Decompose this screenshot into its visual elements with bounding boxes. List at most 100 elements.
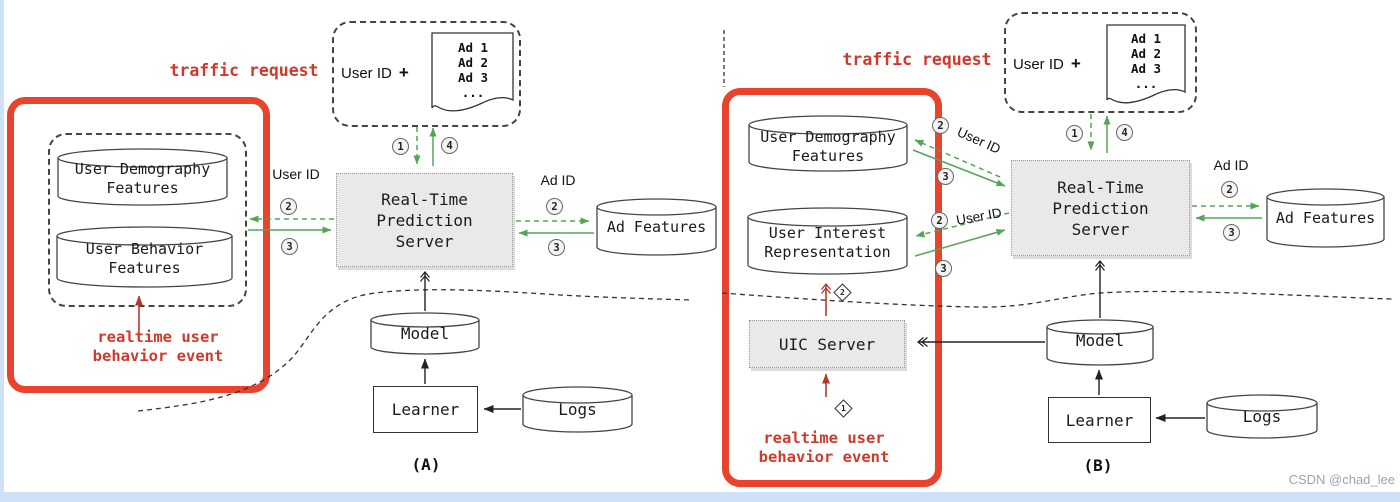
ad-list-item: Ad 1: [1130, 31, 1162, 46]
node-label-line: Features: [108, 259, 181, 277]
green-flows: [248, 114, 1262, 257]
step-number: 2: [551, 200, 558, 213]
ad-list-document-a: [431, 32, 514, 112]
step-number: 2: [937, 119, 944, 132]
step-number: 3: [940, 262, 947, 275]
adid-label-b: Ad ID: [1213, 157, 1249, 173]
bottom-blue-bar: [0, 492, 1400, 502]
flow-b-interest-return: [914, 228, 1006, 257]
model-label-b: Model: [1075, 331, 1125, 350]
step-badge-1-a: 1: [392, 138, 409, 155]
node-label-line: Features: [106, 179, 179, 197]
step-badge-3-right-a: 3: [548, 239, 565, 256]
plus-sign-b: +: [1070, 54, 1081, 73]
left-blue-strip: [0, 0, 4, 502]
step-number: 1: [1071, 127, 1078, 140]
cylinder-model-b: [1046, 319, 1154, 366]
cylinder-ad-features-a: [596, 198, 717, 256]
step-badge-2-right-a: 2: [546, 198, 563, 215]
node-label-line: User Interest: [768, 224, 887, 242]
uic-server-box: UIC Server: [749, 320, 905, 368]
step-badge-2-left-a: 2: [280, 198, 297, 215]
highlight-frame-b: [722, 88, 942, 487]
highlight-frame-a: [7, 97, 270, 393]
node-label-line: Representation: [764, 243, 891, 261]
user-behavior-label-a: User Behavior Features: [57, 240, 232, 278]
cylinder-user-demography-a: [57, 148, 228, 206]
watermark: CSDN @chad_lee: [1288, 472, 1395, 487]
step-badge-4-b: 4: [1116, 124, 1133, 141]
step-badge-3-left-a: 3: [281, 238, 298, 255]
user-interest-label-b: User Interest Representation: [748, 224, 907, 262]
cylinder-logs-b: [1206, 394, 1318, 439]
note-line: behavior event: [758, 448, 890, 466]
request-userid-text-b: User ID: [1013, 56, 1064, 73]
adid-label-a: Ad ID: [540, 172, 576, 188]
note-line: behavior event: [92, 347, 224, 365]
step-badge-2-demography-b: 2: [932, 117, 949, 134]
userid-label-a: User ID: [272, 166, 320, 182]
black-flows: [420, 260, 1205, 422]
ad-list-item: ...: [461, 85, 485, 100]
server-label-line: Server: [1071, 219, 1130, 239]
step-number: 3: [553, 241, 560, 254]
traffic-request-label-b: traffic request: [842, 50, 992, 69]
ad-list-item: Ad 3: [457, 70, 489, 85]
plus-sign-a: +: [398, 63, 409, 82]
step-number: 4: [1121, 126, 1128, 139]
note-line: realtime user: [763, 429, 885, 447]
step-number: 2: [285, 200, 292, 213]
step-number: 3: [1228, 226, 1235, 239]
diamond-number: 1: [841, 403, 846, 413]
node-label-line: User Behavior: [85, 240, 204, 258]
logs-label-a: Logs: [558, 400, 597, 419]
learner-box-b: Learner: [1048, 397, 1151, 443]
ad-features-label-a: Ad Features: [606, 218, 707, 236]
diamond-number: 2: [840, 287, 845, 297]
step-badge-1-b: 1: [1066, 125, 1083, 142]
server-label-line: Prediction: [376, 210, 473, 230]
separator-lines: [137, 30, 1393, 412]
ad-list-item: Ad 2: [457, 55, 489, 70]
cylinder-user-demography-b: [748, 115, 908, 172]
learner-box-a: Learner: [373, 386, 478, 433]
ad-list-documents: [431, 24, 1186, 112]
realtime-event-note-a: realtime user behavior event: [78, 328, 238, 366]
user-demography-label-a: User Demography Features: [58, 160, 227, 198]
cylinder-ad-features-b: [1266, 188, 1385, 248]
ad-list-a: Ad 1 Ad 2 Ad 3 ...: [437, 40, 509, 100]
step-number: 3: [942, 170, 949, 183]
ad-list-document-b: [1106, 24, 1186, 104]
step-badge-3-ad-b: 3: [1223, 224, 1240, 241]
red-flows: [135, 282, 832, 397]
ad-list-item: Ad 3: [1130, 61, 1162, 76]
step-badge-3-demography-b: 3: [937, 168, 954, 185]
cylinders: [56, 115, 1385, 439]
flow-b-demography-return: [912, 149, 1006, 187]
flow-b-interest-query: [915, 212, 1010, 238]
server-label-line: Prediction: [1052, 198, 1149, 218]
feature-group-box-a: [48, 133, 247, 307]
server-label-line: Real-Time: [1057, 177, 1144, 197]
cylinder-logs-a: [522, 386, 633, 433]
ad-features-label-b: Ad Features: [1275, 209, 1376, 227]
traffic-request-box-b: [1004, 12, 1197, 113]
step-badge-4-a: 4: [441, 137, 458, 154]
cylinder-user-behavior-a: [56, 226, 233, 288]
node-label-line: User Demography: [760, 128, 896, 146]
step-number: 3: [286, 240, 293, 253]
request-userid-text-a: User ID: [341, 65, 392, 82]
cylinder-user-interest-b: [747, 207, 908, 275]
traffic-request-box-a: [332, 21, 521, 127]
step-number: 2: [936, 214, 943, 227]
panel-label-b: (B): [1083, 456, 1113, 475]
ad-list-item: Ad 1: [457, 40, 489, 55]
step-badge-3-interest-b: 3: [935, 260, 952, 277]
model-label-a: Model: [400, 324, 450, 343]
ad-list-item: Ad 2: [1130, 46, 1162, 61]
panel-label-a: (A): [411, 455, 441, 474]
realtime-event-note-b: realtime user behavior event: [744, 429, 904, 467]
step-badge-2-interest-b: 2: [931, 212, 948, 229]
